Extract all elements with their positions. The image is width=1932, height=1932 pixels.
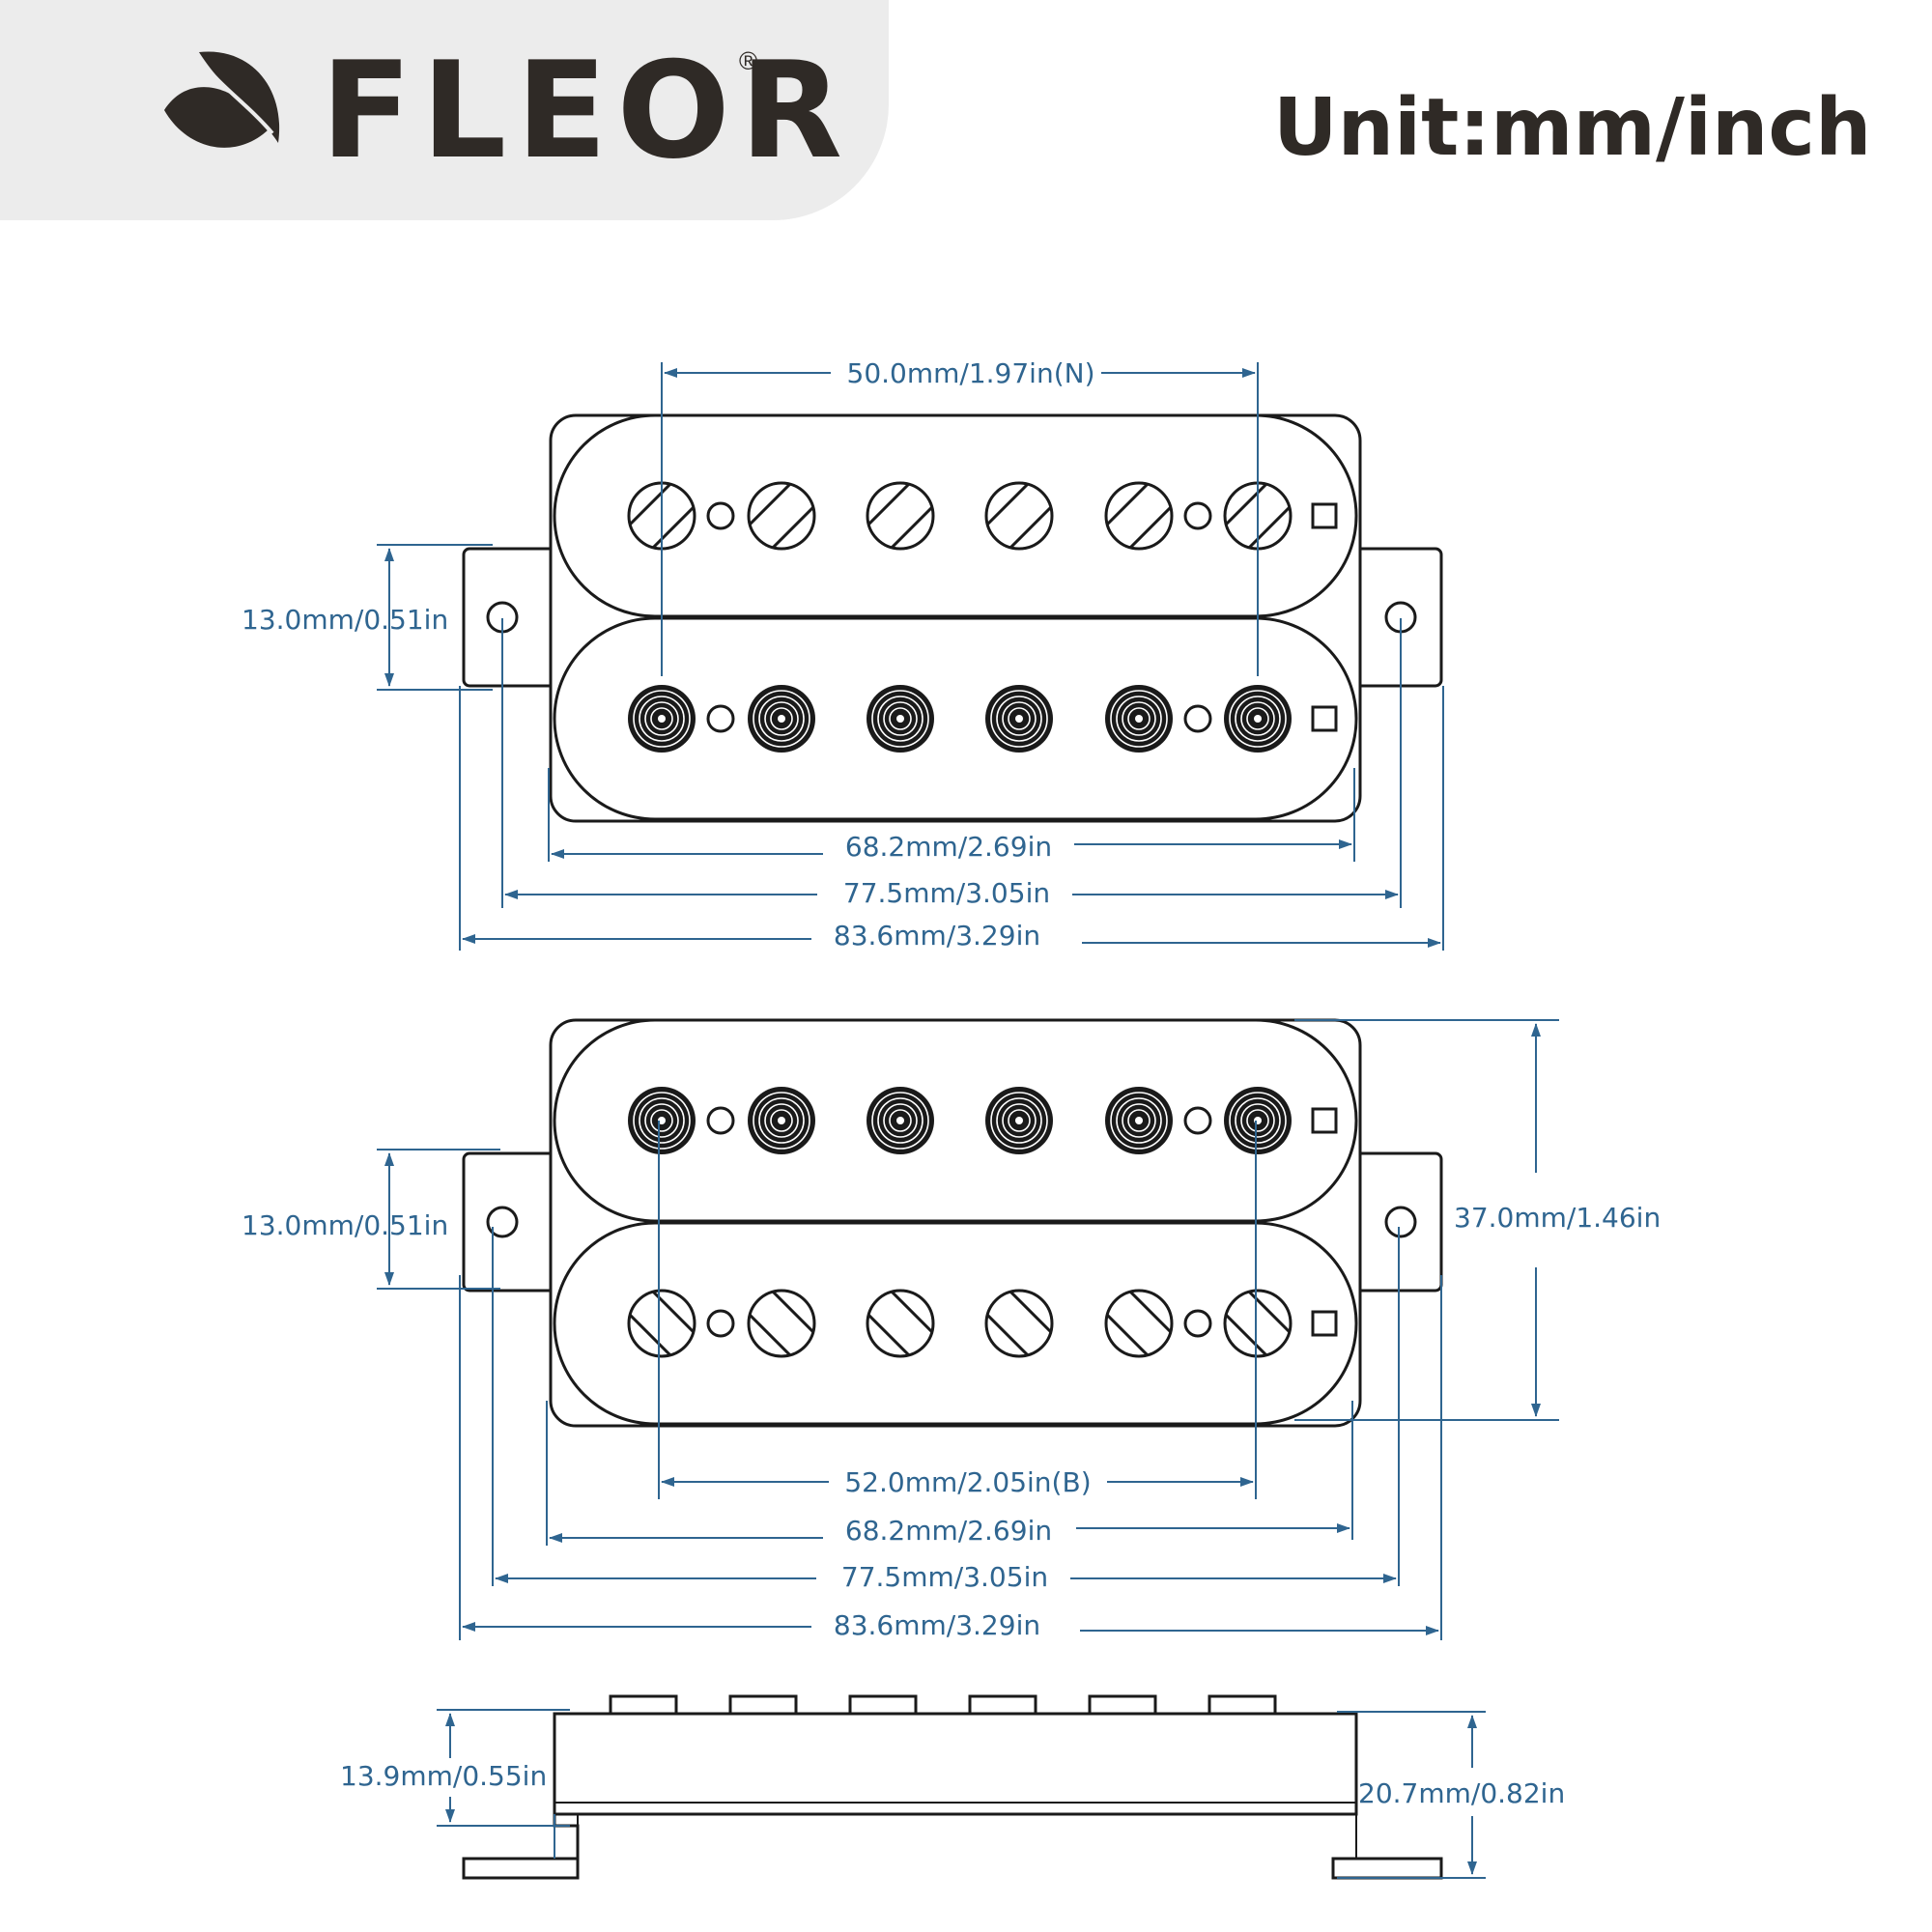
slotted-screw-pole-icon [747,481,816,551]
coil-small-hole [706,704,735,733]
coil-square-marker [1311,1310,1338,1337]
hex-slug-pole-icon [1224,1087,1292,1154]
bridge-cover-width-label: 68.2mm/2.69in [845,1515,1052,1547]
slotted-screw-pole-icon [984,481,1054,551]
slotted-screw-pole-icon [747,1289,816,1358]
pickup-coil [553,413,1358,618]
slotted-screw-pole-icon [1104,481,1174,551]
bridge-pole-spacing-label: 52.0mm/2.05in(B) [844,1466,1091,1498]
leaf-logo-icon [164,51,280,148]
side-body [553,1712,1358,1816]
pickup-coil [553,616,1358,821]
pickup-coil [553,1018,1358,1223]
neck-ear-height-label: 13.0mm/0.51in [242,604,448,636]
hex-slug-pole-icon [1105,685,1173,753]
hex-slug-pole-icon [985,685,1053,753]
slotted-screw-pole-icon [1104,1289,1174,1358]
slotted-screw-pole-icon [866,481,935,551]
slotted-screw-pole-icon [866,1289,935,1358]
slotted-screw-pole-icon [627,1289,696,1358]
coil-small-hole [1183,704,1212,733]
side-body-height-label: 13.9mm/0.55in [340,1760,547,1792]
bridge-overall-width-label: 83.6mm/3.29in [834,1609,1040,1641]
side-pole-caps [609,1694,1277,1716]
bridge-cover-height-label: 37.0mm/1.46in [1454,1202,1661,1234]
side-view [462,1694,1443,1880]
hex-slug-pole-icon [748,685,815,753]
coil-small-hole [706,1106,735,1135]
hex-slug-pole-icon [985,1087,1053,1154]
side-total-height-label: 20.7mm/0.82in [1358,1777,1565,1809]
hex-slug-pole-icon [867,685,934,753]
mounting-hole-icon [486,1206,519,1238]
coil-square-marker [1311,705,1338,732]
header-panel [0,0,889,220]
neck-pole-spacing-label: 50.0mm/1.97in(N) [847,357,1095,389]
dimension-lines [377,362,1559,1879]
neck-cover-width-label: 68.2mm/2.69in [845,831,1052,863]
mounting-hole-icon [1384,1206,1417,1238]
neck-pickup-top-view [462,413,1443,823]
hex-slug-pole-icon [1224,685,1292,753]
registered-mark: ® [739,46,758,75]
hex-slug-pole-icon [628,685,696,753]
coil-small-hole [1183,501,1212,530]
dimension-labels: 50.0mm/1.97in(N) 13.0mm/0.51in 68.2mm/2.… [242,357,1661,1809]
brand-name: FLEOR [321,33,853,188]
hex-slug-pole-icon [628,1087,696,1154]
hex-slug-pole-icon [1105,1087,1173,1154]
neck-overall-width-label: 83.6mm/3.29in [834,920,1040,952]
coil-small-hole [706,1309,735,1338]
coil-square-marker [1311,502,1338,529]
coil-small-hole [706,501,735,530]
coil-small-hole [1183,1309,1212,1338]
slotted-screw-pole-icon [1223,1289,1293,1358]
pickup-coil [553,1221,1358,1426]
neck-mount-spacing-label: 77.5mm/3.05in [843,877,1050,909]
slotted-screw-pole-icon [984,1289,1054,1358]
coil-small-hole [1183,1106,1212,1135]
bridge-ear-height-label: 13.0mm/0.51in [242,1209,448,1241]
coil-square-marker [1311,1107,1338,1134]
bridge-pickup-top-view [462,1018,1443,1428]
bridge-mount-spacing-label: 77.5mm/3.05in [841,1561,1048,1593]
unit-label: Unit:mm/inch [1273,82,1872,174]
hex-slug-pole-icon [748,1087,815,1154]
hex-slug-pole-icon [867,1087,934,1154]
